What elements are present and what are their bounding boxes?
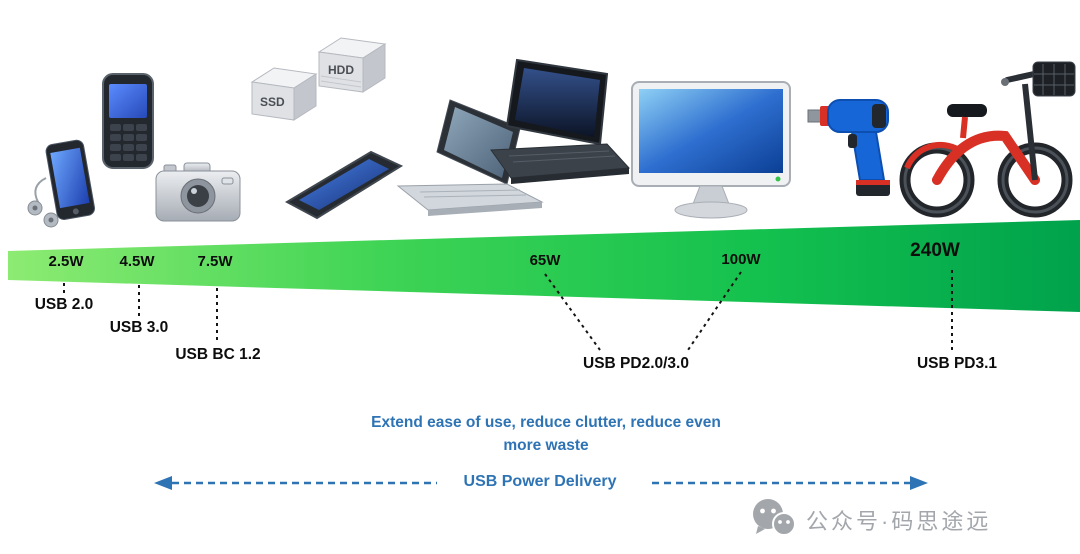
tablet-icon <box>283 142 405 222</box>
watermark-text: 公众号·码思途远 <box>806 508 992 534</box>
hdd-label: HDD <box>328 63 354 77</box>
standard-label-bc12: USB BC 1.2 <box>175 346 261 363</box>
power-label-65w: 65W <box>529 252 561 269</box>
usb-power-delivery-label: USB Power Delivery <box>463 473 617 490</box>
power-label-100w: 100W <box>721 251 761 268</box>
tagline-line1: Extend ease of use, reduce clutter, redu… <box>371 414 721 431</box>
power-label-2-5w: 2.5W <box>48 253 84 270</box>
wechat-icon <box>750 497 796 542</box>
ssd-icon: SSD <box>246 64 320 124</box>
power-wedge <box>8 220 1080 312</box>
drill-icon <box>806 82 904 202</box>
tagline-line2: more waste <box>503 437 589 454</box>
hdd-icon: HDD <box>313 34 389 96</box>
standard-label-usb20: USB 2.0 <box>34 296 94 313</box>
standard-label-usb30: USB 3.0 <box>109 319 169 336</box>
usb-pd-arrow <box>154 476 928 490</box>
monitor-icon <box>630 80 794 222</box>
power-label-4-5w: 4.5W <box>119 253 155 270</box>
tagline: Extend ease of use, reduce clutter, redu… <box>266 411 826 457</box>
power-label-7-5w: 7.5W <box>197 253 233 270</box>
ebike-icon <box>893 20 1079 222</box>
standard-label-pd31: USB PD3.1 <box>916 355 998 372</box>
connector-lines <box>63 270 953 351</box>
smartphone-icon <box>22 136 108 230</box>
power-label-240w: 240W <box>910 240 960 261</box>
notebook-icon <box>487 56 633 190</box>
standard-label-pd2030: USB PD2.0/3.0 <box>583 355 689 372</box>
laptop-icon <box>390 98 548 218</box>
camera-icon <box>154 160 242 226</box>
ssd-label: SSD <box>260 95 285 109</box>
watermark: 公众号·码思途远 <box>750 497 991 542</box>
feature-phone-icon <box>96 72 160 172</box>
